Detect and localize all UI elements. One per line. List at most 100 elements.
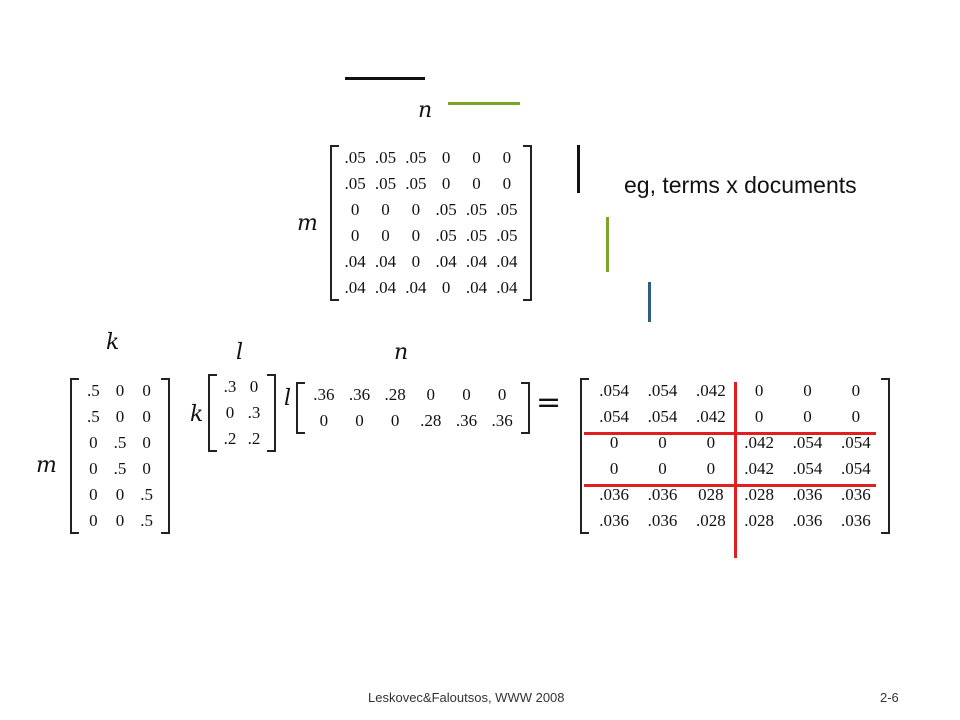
label-l-mid: l	[236, 340, 244, 365]
matrix_left-cell: 0	[89, 459, 98, 478]
matrix_top-cell: 0	[472, 174, 481, 193]
matrix_right_small-cell: 0	[426, 385, 436, 404]
matrix_top-cell: 0	[502, 148, 512, 167]
matrix_result-cell: .036	[647, 511, 678, 530]
matrix_top-cell: 0	[411, 226, 421, 245]
matrix_result-cell: .054	[599, 381, 630, 400]
matrix_result-cell: .054	[647, 381, 678, 400]
matrix_top-cell: .04	[435, 252, 457, 271]
matrix_left-cell: 0	[142, 459, 151, 478]
matrix_top-cell: .05	[465, 226, 488, 245]
equals-sign: =	[536, 385, 562, 420]
matrix_result-cell: 0	[706, 459, 716, 478]
matrix_left-cell: 0	[115, 511, 125, 530]
matrix_left-cell: 0	[115, 407, 125, 426]
matrix_right_small-cell: .36	[455, 411, 478, 430]
matrix_result-cell: .036	[840, 511, 871, 530]
matrix_top-cell: 0	[502, 174, 512, 193]
matrix_result-cell: 0	[658, 433, 667, 452]
matrix_right_small-cell: .36	[348, 385, 371, 404]
matrix_result-cell: 0	[706, 433, 716, 452]
caption-text: eg, terms x documents	[624, 172, 857, 198]
matrix_top-cell: 0	[472, 148, 481, 167]
matrix_result-cell: .036	[840, 485, 871, 504]
label-l-right: l	[284, 386, 292, 411]
matrix_top-cell: .04	[374, 252, 397, 271]
matrix_right_small-cell: .36	[313, 385, 335, 404]
matrix_mid-cell: 0	[225, 403, 235, 422]
matrix_top-cell: .05	[405, 148, 427, 167]
matrix_result-cell: .042	[744, 459, 775, 478]
matrix_left-cell: 0	[142, 381, 151, 400]
matrix_left-cell: .5	[140, 485, 154, 504]
matrix_top-cell: .05	[374, 174, 397, 193]
matrix_mid-cell: .3	[247, 403, 261, 422]
matrix_left-cell: .5	[113, 459, 127, 478]
matrix_result-cell: 0	[754, 381, 764, 400]
matrix_right_small-cell: 0	[390, 411, 400, 430]
matrix_left-cell: 0	[115, 381, 125, 400]
result-horizontal-divider-1	[584, 432, 876, 435]
matrix_result-cell: .054	[840, 459, 871, 478]
matrix_top-cell: .05	[374, 148, 397, 167]
matrix_top-cell: 0	[441, 148, 451, 167]
matrix_left-cell: 0	[142, 407, 151, 426]
matrix_left-cell: 0	[89, 485, 98, 504]
matrix_top-cell: 0	[350, 200, 360, 219]
matrix_top-cell: 0	[441, 174, 451, 193]
green-vertical-bar	[606, 217, 609, 272]
matrix_result-cell: .042	[695, 407, 726, 426]
matrix_top-cell: .04	[374, 278, 397, 297]
matrix_top-cell: 0	[381, 226, 390, 245]
matrix_right_small-cell: .36	[491, 411, 513, 430]
matrix_top-cell: 0	[350, 226, 360, 245]
matrix_right_small-cell: 0	[462, 385, 471, 404]
matrix_result-cell: .036	[599, 511, 630, 530]
matrix_top-cell: .05	[344, 174, 366, 193]
matrix_result-cell: 028	[698, 485, 724, 504]
matrix_top-cell: .05	[405, 174, 427, 193]
matrix_result-cell: .028	[744, 485, 775, 504]
matrix_top-cell: .04	[496, 252, 518, 271]
matrix_result-cell: 0	[658, 459, 667, 478]
matrix_result-cell: 0	[851, 381, 861, 400]
matrix_left-cell: 0	[142, 433, 151, 452]
matrix_mid-cell: .3	[223, 377, 237, 396]
matrix_result-cell: .042	[744, 433, 775, 452]
matrix_top-cell: .04	[344, 278, 366, 297]
matrix_result-cell: .028	[744, 511, 775, 530]
matrix_right_small-cell: .28	[384, 385, 406, 404]
matrix_result-cell: .028	[695, 511, 726, 530]
matrix_top-cell: .04	[465, 278, 488, 297]
label-k-left: k	[106, 330, 120, 355]
matrix_top-cell: .05	[435, 226, 457, 245]
result-horizontal-divider-2	[584, 484, 876, 487]
matrix_mid-cell: .2	[223, 429, 237, 448]
matrix_top-cell: .04	[465, 252, 488, 271]
matrix_result-cell: .036	[599, 485, 630, 504]
label-m-top: m	[297, 211, 318, 236]
matrix_result-cell: .036	[647, 485, 678, 504]
matrix_left-cell: .5	[140, 511, 154, 530]
matrix_mid-row: 0.3	[218, 400, 266, 426]
matrix_left-cell: .5	[86, 381, 100, 400]
matrix_result-cell: 0	[803, 381, 812, 400]
black-vertical-bar	[577, 145, 580, 193]
label-n-right: n	[394, 340, 409, 365]
